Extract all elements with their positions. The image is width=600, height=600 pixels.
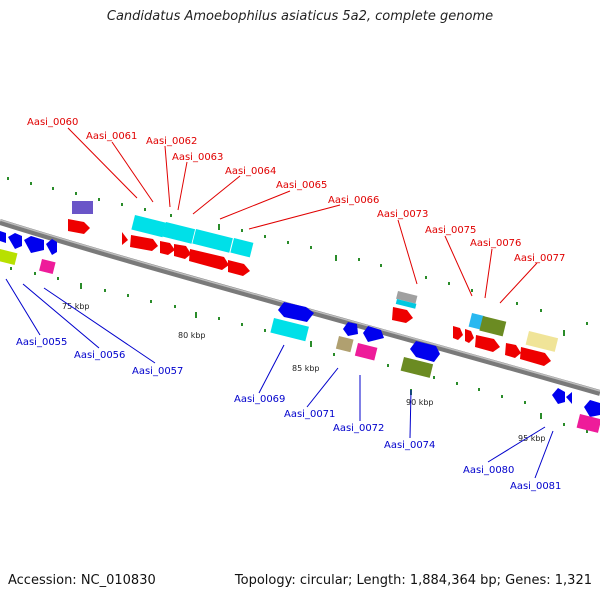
gene-feature (270, 318, 309, 342)
forward-leader-lines (67, 127, 538, 304)
gene-feature (525, 330, 559, 352)
gene-feature (410, 341, 440, 362)
gene-label-aasi-0057: Aasi_0057 (132, 366, 183, 377)
scale-label-90: 90 kbp (406, 398, 434, 407)
gene-feature (475, 335, 500, 352)
gene-feature (396, 290, 418, 304)
gene-feature (68, 219, 90, 234)
gene-feature (584, 400, 600, 417)
outer-tick-marks (7, 177, 588, 336)
gene-label-aasi-0065: Aasi_0065 (276, 180, 327, 191)
gene-feature (479, 316, 507, 337)
gene-feature (520, 347, 551, 366)
gene-label-aasi-0076: Aasi_0076 (470, 238, 521, 249)
gene-feature (400, 356, 434, 378)
forward-gene-labels: Aasi_0060 Aasi_0061 Aasi_0062 Aasi_0063 … (27, 117, 565, 264)
gene-feature (122, 232, 128, 245)
forward-genes (68, 201, 559, 366)
reverse-leader-lines (5, 278, 554, 479)
gene-label-aasi-0060: Aasi_0060 (27, 117, 78, 128)
gene-feature (335, 336, 354, 353)
gene-feature (552, 388, 565, 404)
gene-feature (505, 343, 521, 358)
scale-label-75: 75 kbp (62, 302, 90, 311)
gene-label-aasi-0063: Aasi_0063 (172, 152, 223, 163)
reverse-gene-labels: Aasi_0055 Aasi_0056 Aasi_0057 Aasi_0069 … (16, 337, 561, 492)
gene-feature (39, 259, 56, 275)
gene-label-aasi-0080: Aasi_0080 (463, 465, 514, 476)
gene-label-aasi-0075: Aasi_0075 (425, 225, 476, 236)
gene-feature (576, 414, 600, 433)
gene-label-aasi-0066: Aasi_0066 (328, 195, 379, 206)
gene-label-aasi-0077: Aasi_0077 (514, 253, 565, 264)
scale-label-85: 85 kbp (292, 364, 320, 373)
gene-feature (160, 241, 175, 255)
gene-label-aasi-0056: Aasi_0056 (74, 350, 125, 361)
gene-label-aasi-0062: Aasi_0062 (146, 136, 197, 147)
gene-label-aasi-0074: Aasi_0074 (384, 440, 435, 451)
gene-feature (24, 236, 44, 253)
gene-label-aasi-0081: Aasi_0081 (510, 481, 561, 492)
gene-feature (453, 326, 463, 340)
gene-feature (465, 329, 474, 343)
gene-feature (72, 201, 93, 214)
gene-feature (130, 235, 158, 251)
gene-feature (354, 343, 378, 361)
gene-feature (392, 307, 413, 323)
scale-label-95: 95 kbp (518, 434, 546, 443)
gene-feature (0, 231, 6, 243)
gene-feature (566, 392, 572, 404)
gene-feature (0, 249, 18, 265)
gene-feature (278, 302, 314, 322)
gene-feature (174, 244, 191, 259)
genome-summary-text: Topology: circular; Length: 1,884,364 bp… (234, 573, 592, 588)
gene-label-aasi-0055: Aasi_0055 (16, 337, 67, 348)
scale-labels: 75 kbp 80 kbp 85 kbp 90 kbp 95 kbp (62, 302, 546, 443)
gene-feature (192, 228, 233, 253)
gene-label-aasi-0069: Aasi_0069 (234, 394, 285, 405)
gene-feature (162, 222, 196, 244)
gene-label-aasi-0064: Aasi_0064 (225, 166, 276, 177)
gene-label-aasi-0073: Aasi_0073 (377, 209, 428, 220)
reverse-genes (0, 231, 600, 433)
accession-text: Accession: NC_010830 (8, 573, 156, 588)
gene-feature (468, 312, 485, 330)
gene-feature (230, 237, 254, 258)
gene-feature (46, 239, 57, 255)
gene-feature (131, 215, 167, 238)
gene-feature (228, 260, 250, 276)
gene-feature (343, 322, 358, 336)
inner-tick-marks (10, 267, 588, 433)
gene-feature (363, 326, 384, 342)
gene-label-aasi-0072: Aasi_0072 (333, 423, 384, 434)
map-title: Candidatus Amoebophilus asiaticus 5a2, c… (106, 9, 494, 24)
genome-backbone (0, 219, 600, 396)
gene-label-aasi-0071: Aasi_0071 (284, 409, 335, 420)
gene-label-aasi-0061: Aasi_0061 (86, 131, 137, 142)
gene-feature (189, 249, 229, 270)
gene-feature (395, 299, 417, 309)
gene-feature (8, 233, 22, 249)
scale-label-80: 80 kbp (178, 331, 206, 340)
